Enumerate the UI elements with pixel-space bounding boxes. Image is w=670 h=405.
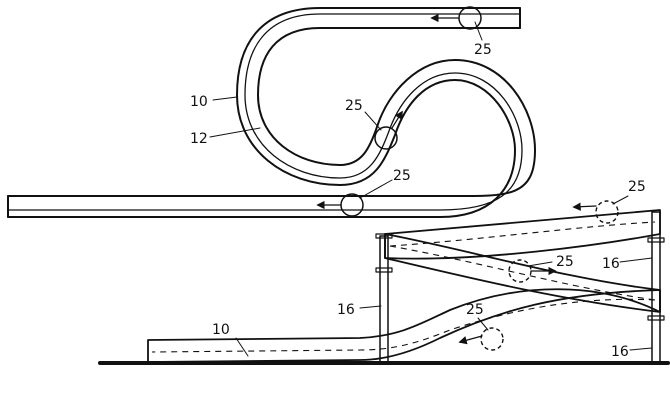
label-ball: 25 — [556, 254, 574, 270]
upper-ramp-centerline — [389, 221, 656, 247]
label-ball: 25 — [345, 98, 363, 114]
direction-arrow — [391, 110, 403, 129]
label-channel: 12 — [190, 131, 208, 147]
label-post: 16 — [602, 256, 620, 272]
leader-line — [527, 261, 553, 267]
ball-lower-ramp — [480, 327, 504, 351]
leader-line — [629, 347, 653, 351]
post-clamp — [647, 237, 665, 243]
leader-line — [612, 195, 629, 205]
label-ball: 25 — [628, 179, 646, 195]
leader-line — [474, 21, 483, 41]
post-clamp — [375, 267, 393, 273]
leader-line — [235, 337, 249, 357]
leader-line — [359, 179, 393, 199]
ball-upper-ramp — [595, 200, 619, 224]
ball-top-right — [458, 6, 482, 30]
lower-ramp — [147, 288, 661, 363]
top-view-track: 25 25 25 10 12 — [7, 6, 536, 218]
label-post: 16 — [337, 302, 355, 318]
label-ball: 25 — [393, 168, 411, 184]
label-ball: 25 — [474, 42, 492, 58]
ball-bottom-straight — [340, 193, 364, 217]
support-post-left — [379, 235, 389, 363]
ball-middle-curve — [374, 126, 398, 150]
post-clamp — [375, 233, 393, 239]
middle-ramp — [384, 233, 661, 313]
leader-line — [619, 257, 653, 263]
leader-line — [209, 127, 261, 138]
middle-ramp-centerline — [389, 245, 656, 301]
support-post-right — [651, 211, 661, 363]
label-post: 16 — [611, 344, 629, 360]
lower-ramp-centerline — [151, 298, 656, 353]
leader-line — [359, 305, 382, 309]
side-view-track: 25 25 25 16 16 16 10 — [98, 179, 670, 365]
label-track: 10 — [212, 322, 230, 338]
leader-line — [477, 317, 489, 331]
post-clamp — [647, 315, 665, 321]
track-inner-edge — [7, 27, 536, 198]
track-outer-edge — [7, 7, 521, 218]
direction-arrow — [458, 335, 483, 345]
track-rail-line — [7, 13, 523, 211]
leader-line — [364, 111, 382, 131]
direction-arrow — [572, 202, 597, 211]
label-ball: 25 — [466, 302, 484, 318]
label-track: 10 — [190, 94, 208, 110]
leader-line — [212, 96, 238, 101]
